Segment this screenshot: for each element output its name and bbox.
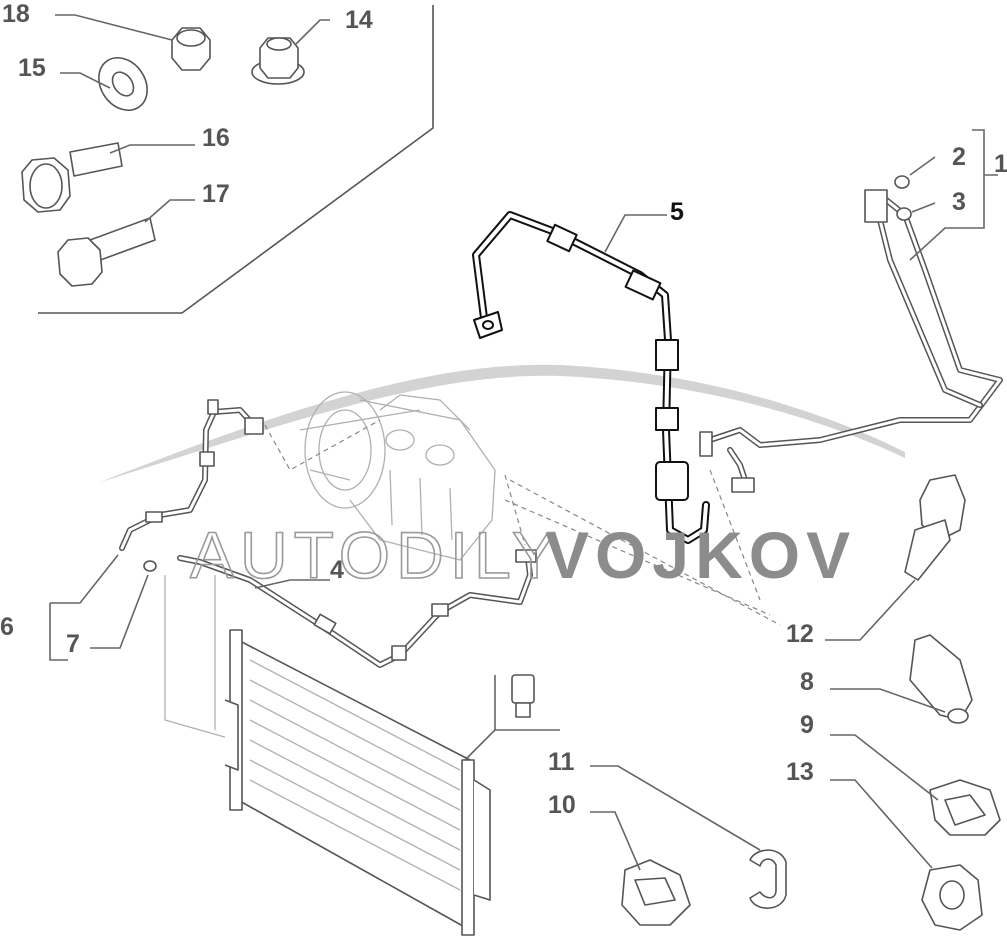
flange-nut[interactable] [251, 37, 305, 85]
o-ring-pipe-6[interactable] [143, 560, 157, 572]
hex-bolt[interactable] [57, 217, 156, 287]
ac-compressor[interactable] [299, 391, 496, 561]
o-ring-lower[interactable] [896, 207, 912, 221]
callout-7: 7 [66, 630, 80, 658]
callout-11: 11 [548, 748, 575, 776]
leader-lines [49, 14, 998, 871]
callout-9: 9 [800, 711, 814, 739]
clip-13[interactable] [921, 864, 983, 931]
callout-13: 13 [786, 758, 814, 786]
callout-18: 18 [2, 0, 30, 28]
callout-4: 4 [330, 556, 344, 584]
callout-5: 5 [670, 198, 684, 226]
guide-lines [264, 419, 781, 626]
o-ring-upper[interactable] [894, 175, 910, 189]
clip-9[interactable] [929, 779, 1001, 836]
watermark-bold: VOJKOV [545, 518, 856, 592]
callout-6: 6 [0, 613, 14, 641]
washer[interactable] [89, 48, 157, 119]
callout-3: 3 [952, 188, 966, 216]
callout-1: 1 [994, 150, 1007, 178]
callout-8: 8 [800, 668, 814, 696]
callout-labels: 18 14 15 16 17 5 2 3 1 4 6 7 12 8 9 13 1… [0, 0, 1007, 819]
watermark-light: AUTODILY [190, 518, 562, 592]
condenser[interactable] [164, 575, 491, 936]
callout-10: 10 [548, 791, 576, 819]
flange-bolt[interactable] [21, 142, 123, 213]
ac-pipe-1[interactable] [699, 189, 1003, 493]
ac-pipe-6[interactable] [119, 399, 264, 551]
watermark-swoosh [100, 364, 905, 482]
watermark: AUTODILY VOJKOV [189, 517, 856, 593]
callout-17: 17 [202, 180, 230, 208]
ac-pipe-4[interactable] [177, 549, 537, 668]
pressure-switch[interactable] [511, 674, 535, 718]
clip-11[interactable] [749, 849, 787, 909]
callout-12: 12 [786, 620, 814, 648]
callout-15: 15 [18, 54, 46, 82]
clip-10[interactable] [621, 859, 691, 926]
hex-nut[interactable] [171, 27, 211, 71]
hardware-inset-frame [38, 5, 434, 314]
clip-12[interactable] [904, 474, 966, 581]
callout-2: 2 [952, 143, 966, 171]
callout-14: 14 [345, 6, 373, 34]
clip-8[interactable] [909, 634, 973, 724]
callout-16: 16 [202, 124, 230, 152]
ac-pipe-5-highlighted[interactable] [472, 211, 710, 544]
